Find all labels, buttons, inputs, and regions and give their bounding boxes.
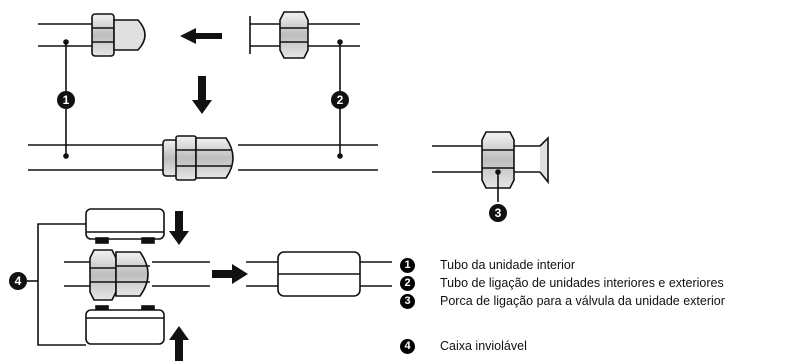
legend-text-4: Caixa inviolável — [440, 339, 527, 353]
callout-number-4: 4 — [15, 274, 22, 288]
legend-item-1: 1 Tubo da unidade interior — [400, 255, 575, 275]
legend-item-3: 3 Porca de ligação para a válvula da uni… — [400, 291, 725, 311]
arrow-up-bottom — [169, 326, 189, 361]
legend-item-2: 2 Tubo de ligação de unidades interiores… — [400, 273, 724, 293]
legend-text-1: Tubo da unidade interior — [440, 258, 576, 272]
arrow-right-bottom — [212, 264, 248, 284]
legend-text-3: Porca de ligação para a válvula da unida… — [440, 294, 725, 308]
bottom-pipe-with-nut — [64, 249, 210, 301]
callout-number-2: 2 — [337, 93, 344, 107]
legend-number-4: 4 — [400, 338, 415, 354]
callout-badge-3: 3 — [489, 204, 507, 222]
closed-tamper-box — [246, 251, 392, 297]
arrow-left-top — [180, 28, 222, 44]
tamper-box-top-half — [85, 208, 165, 244]
callout-badge-1: 1 — [57, 91, 75, 109]
legend-item-4: 4 Caixa inviolável — [400, 336, 527, 356]
indoor-pipe-with-nut — [38, 13, 146, 57]
legend-number-3: 3 — [400, 293, 415, 309]
tamper-box-bottom-half — [85, 305, 165, 345]
legend-number-1: 1 — [400, 257, 415, 273]
connected-pipes — [28, 135, 378, 181]
arrow-down-bottom — [169, 211, 189, 245]
outdoor-pipe-with-nut — [249, 11, 360, 59]
callout-number-3: 3 — [495, 206, 502, 220]
legend-text-2: Tubo de ligação de unidades interiores e… — [440, 276, 724, 290]
callout-4-bracket — [26, 223, 86, 346]
legend-number-2: 2 — [400, 275, 415, 291]
arrow-down-middle — [192, 76, 212, 114]
flare-nut-detail — [432, 131, 549, 202]
callout-number-1: 1 — [63, 93, 70, 107]
callout-badge-4: 4 — [9, 272, 27, 290]
callout-badge-2: 2 — [331, 91, 349, 109]
